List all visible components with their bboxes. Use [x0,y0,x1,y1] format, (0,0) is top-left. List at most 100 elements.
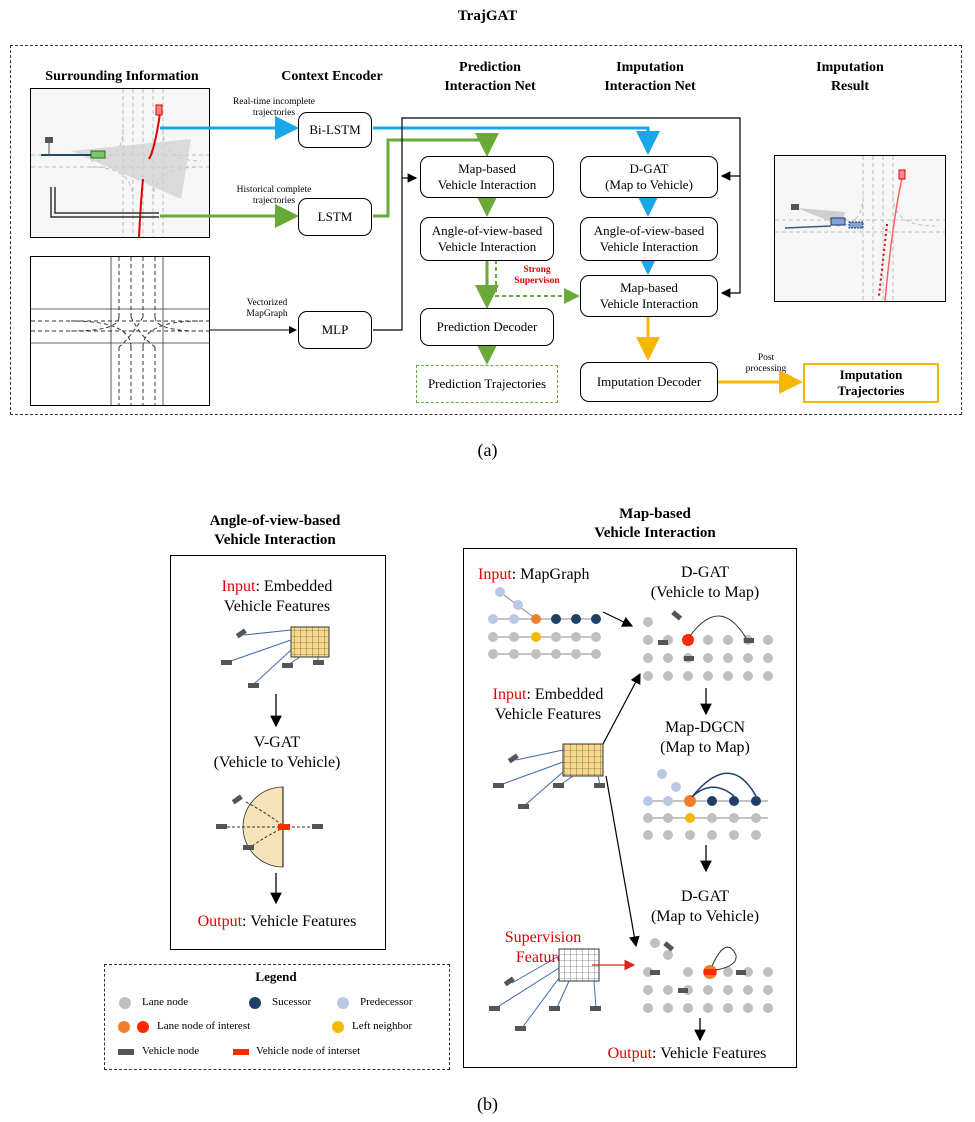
aov-vgat-text: V-GAT (Vehicle to Vehicle) [170,733,384,773]
map-dgat1-line2: (Vehicle to Map) [650,584,760,601]
label-realtime-line1: Real-time incomplete [232,97,316,107]
dgat2-graph [643,938,773,1013]
legend-left-neighbor-label: Left neighbor [352,1020,413,1032]
map-dgat2-line2: (Map to Vehicle) [650,908,760,925]
mlp-box: MLP [298,311,372,349]
lstm-box: LSTM [298,198,372,236]
header-result-line1: Imputation [816,60,884,75]
label-vectorized: Vectorized MapGraph [222,298,312,320]
map-output-word: Output [607,1045,653,1062]
header-prediction-line1: Prediction [459,60,521,75]
map-output-rest: : Vehicle Features [652,1045,767,1062]
map-dgcn-line2: (Map to Map) [660,739,750,756]
aov-output-text: Output: Vehicle Features [170,912,384,932]
legend-symbols [118,997,349,1055]
label-historical-line2: trajectories [252,196,296,206]
map-dgcn-line1: Map-DGCN [665,719,745,736]
map-title-line2: Vehicle Interaction [594,525,716,541]
map-input2-word: Input [492,686,527,703]
map-input2-rest: : Embedded [526,686,604,703]
vgat-illustration [216,786,323,868]
label-post-processing: Post processing [726,353,806,375]
legend-lane-label: Lane node [142,996,189,1008]
aov-output-rest: : Vehicle Features [242,913,357,930]
dgat-line2: (Map to Vehicle) [605,177,693,192]
label-strong-supervision: Strong Supervison [504,265,570,287]
imp-traj-line2: Trajectories [837,383,905,398]
legend-vehicle-label: Vehicle node [142,1045,200,1057]
mapgraph-intersection-image [30,256,210,406]
aov-vgat-line1: V-GAT [253,734,301,751]
map-supervision-features [489,948,601,1031]
header-imputation: Imputation Interaction Net [570,58,730,96]
imp-map-line1: Map-based [620,280,678,295]
dgat1-graph [643,610,773,681]
aov-vgat-line2: (Vehicle to Vehicle) [213,754,341,771]
surrounding-intersection-drawing [31,89,209,237]
label-strong-line2: Supervison [514,276,560,286]
aov-input-text: Input: Embedded Vehicle Features [170,577,384,617]
header-context-encoder: Context Encoder [281,69,383,84]
label-realtime-line2: trajectories [252,108,296,118]
label-post-line2: processing [745,364,787,374]
header-result-line2: Result [830,79,870,94]
pred-map-line2: Vehicle Interaction [437,177,537,192]
pred-map-line1: Map-based [458,161,516,176]
part-a-dashed-frame [10,45,962,415]
map-embedded-features [493,743,605,809]
imputation-decoder-box: Imputation Decoder [580,362,718,402]
legend-title: Legend [255,969,297,984]
map-input1-rest: : MapGraph [511,566,590,583]
legend-lane-interest-label: Lane node of interest [157,1020,251,1032]
legend-successor-label: Sucessor [272,996,312,1008]
aov-title-line1: Angle-of-view-based [209,513,341,529]
label-realtime: Real-time incomplete trajectories [212,97,336,119]
dgat-line1: D-GAT [629,161,669,176]
imp-traj-line1: Imputation [839,367,903,382]
map-dgat1-line1: D-GAT [681,564,729,581]
imputation-result-drawing [775,156,945,301]
map-dgcn-text: Map-DGCN (Map to Map) [620,718,790,758]
map-supervision-line1: Supervision [504,929,582,946]
legend-box [104,964,450,1070]
aov-input-line2: Vehicle Features [223,598,331,615]
header-imputation-line1: Imputation [616,60,684,75]
aov-output-word: Output [197,913,243,930]
map-dgat1-text: D-GAT (Vehicle to Map) [620,563,790,603]
imp-aov-line1: Angle-of-view-based [593,223,705,238]
map-input1-word: Input [478,566,512,583]
figure-title: TrajGAT [457,8,518,24]
map-supervision-line2: Features [515,949,571,966]
label-vectorized-line2: MapGraph [246,309,288,319]
label-vectorized-line1: Vectorized [246,298,288,308]
map-dgat2-text: D-GAT (Map to Vehicle) [620,887,790,927]
imputation-result-image [774,155,946,302]
header-prediction-line2: Interaction Net [444,79,536,94]
pred-aov-line2: Vehicle Interaction [437,239,537,254]
aov-panel [170,555,386,950]
label-historical: Historical complete trajectories [212,185,336,207]
label-historical-line1: Historical complete [236,185,312,195]
pred-aov-line1: Angle-of-view-based [431,223,543,238]
prediction-trajectories-box: Prediction Trajectories [416,365,558,403]
map-dgat2-line1: D-GAT [681,888,729,905]
map-panel-title: Map-based Vehicle Interaction [540,505,770,543]
aov-panel-title: Angle-of-view-based Vehicle Interaction [160,512,390,550]
map-input2-line2: Vehicle Features [494,706,602,723]
map-output-text: Output: Vehicle Features [580,1044,794,1064]
label-post-line1: Post [757,353,775,363]
header-result: Imputation Result [790,58,910,96]
figure-label-a: (a) [477,440,498,460]
imp-map-line2: Vehicle Interaction [599,296,699,311]
aov-title-line2: Vehicle Interaction [214,532,336,548]
bilstm-box: Bi-LSTM [298,112,372,148]
surrounding-intersection-image [30,88,210,238]
part-a-connectors [160,116,803,394]
label-strong-line1: Strong [523,265,551,275]
